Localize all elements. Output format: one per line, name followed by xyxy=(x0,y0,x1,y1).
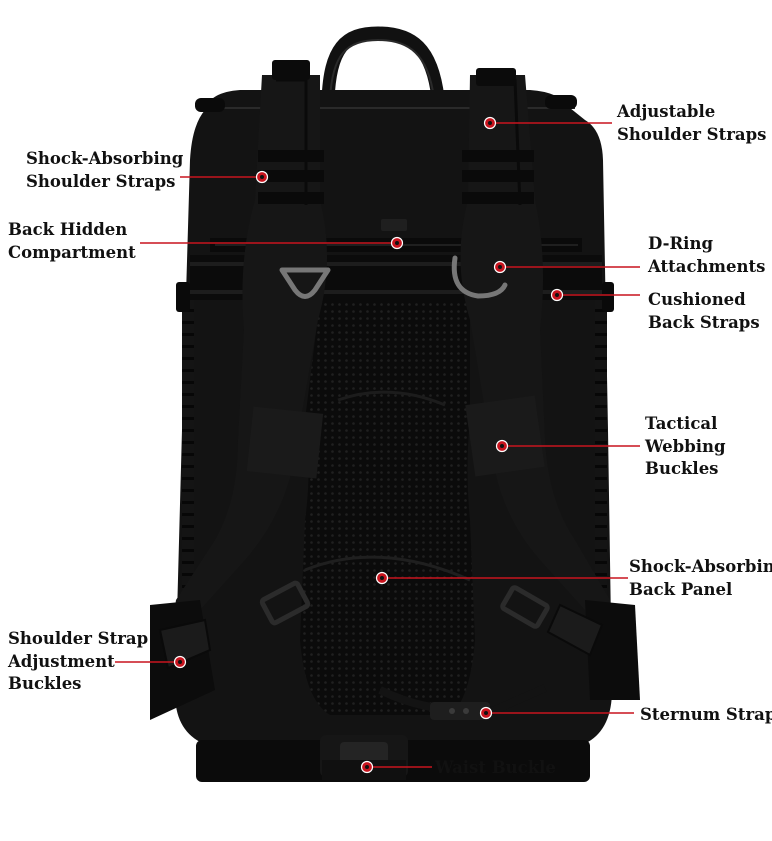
callout-tactical-webbing-buckles: Tactical Webbing Buckles xyxy=(645,413,726,481)
callout-line: Sternum Strap xyxy=(640,705,772,724)
callout-cushioned-back-straps: Cushioned Back Straps xyxy=(648,289,760,334)
callout-line: Shoulder Straps xyxy=(26,171,176,191)
callout-sternum-strap: Sternum Strap xyxy=(640,704,772,727)
leader-dot-core-waist-buckle xyxy=(365,765,369,769)
callout-shock-absorbing-shoulder-straps: Shock-Absorbing Shoulder Straps xyxy=(26,148,183,193)
callout-adjustable-shoulder-straps: Adjustable Shoulder Straps xyxy=(617,101,766,146)
adjustment-buckles xyxy=(158,580,604,670)
callout-d-ring-attachments: D-Ring Attachments xyxy=(648,233,765,278)
callout-shock-absorbing-back-panel: Shock-Absorbing Back Panel xyxy=(629,556,772,601)
callout-line: Back Straps xyxy=(648,312,760,332)
callout-line: Shock-Absorbing xyxy=(26,149,184,168)
callout-line: Shock-Absorbing xyxy=(629,557,772,576)
leader-dot-core-tactical-webbing-buckles xyxy=(500,444,504,448)
leader-dot-core-d-ring-attachments xyxy=(498,265,502,269)
leader-dot-core-shock-absorbing-back-panel xyxy=(380,576,384,580)
left-shoulder-strap xyxy=(170,60,328,645)
callout-line: Shoulder Straps xyxy=(617,124,767,144)
callout-line: Tactical xyxy=(645,414,718,433)
leader-dot-core-back-hidden-compartment xyxy=(395,241,399,245)
callout-line: Cushioned xyxy=(648,290,746,309)
leader-dot-core-sternum-strap xyxy=(484,711,488,715)
leader-dot-core-shoulder-strap-adjustment-buckles xyxy=(178,660,182,664)
leader-dot-core-adjustable-shoulder-straps xyxy=(488,121,492,125)
carry-handle xyxy=(321,26,445,107)
mesh-back-panel xyxy=(300,300,475,715)
callout-line: Webbing xyxy=(645,436,726,456)
callout-line: D-Ring xyxy=(648,234,713,253)
callout-line: Adjustment xyxy=(8,651,115,671)
callout-back-hidden-compartment: Back Hidden Compartment xyxy=(8,219,136,264)
right-shoulder-strap xyxy=(460,68,615,645)
callout-line: Compartment xyxy=(8,242,136,262)
leader-dot-core-shock-absorbing-shoulder-straps xyxy=(260,175,264,179)
callout-line: Back Hidden xyxy=(8,220,128,239)
callout-line: Adjustable xyxy=(617,102,716,121)
callout-line: Back Panel xyxy=(629,579,733,599)
waist-strap-shape xyxy=(196,735,590,782)
callout-line: Buckles xyxy=(8,674,82,693)
callout-line: Waist Buckle xyxy=(435,758,556,777)
callout-waist-buckle: Waist Buckle xyxy=(435,757,556,780)
callout-leader-lines xyxy=(115,116,640,774)
callout-line: Buckles xyxy=(645,459,719,478)
callout-line: Shoulder Strap xyxy=(8,629,149,648)
leader-dot-core-cushioned-back-straps xyxy=(555,293,559,297)
callout-shoulder-strap-adjustment-buckles: Shoulder Strap Adjustment Buckles xyxy=(8,628,148,696)
d-rings xyxy=(279,255,508,299)
callout-line: Attachments xyxy=(648,256,766,276)
